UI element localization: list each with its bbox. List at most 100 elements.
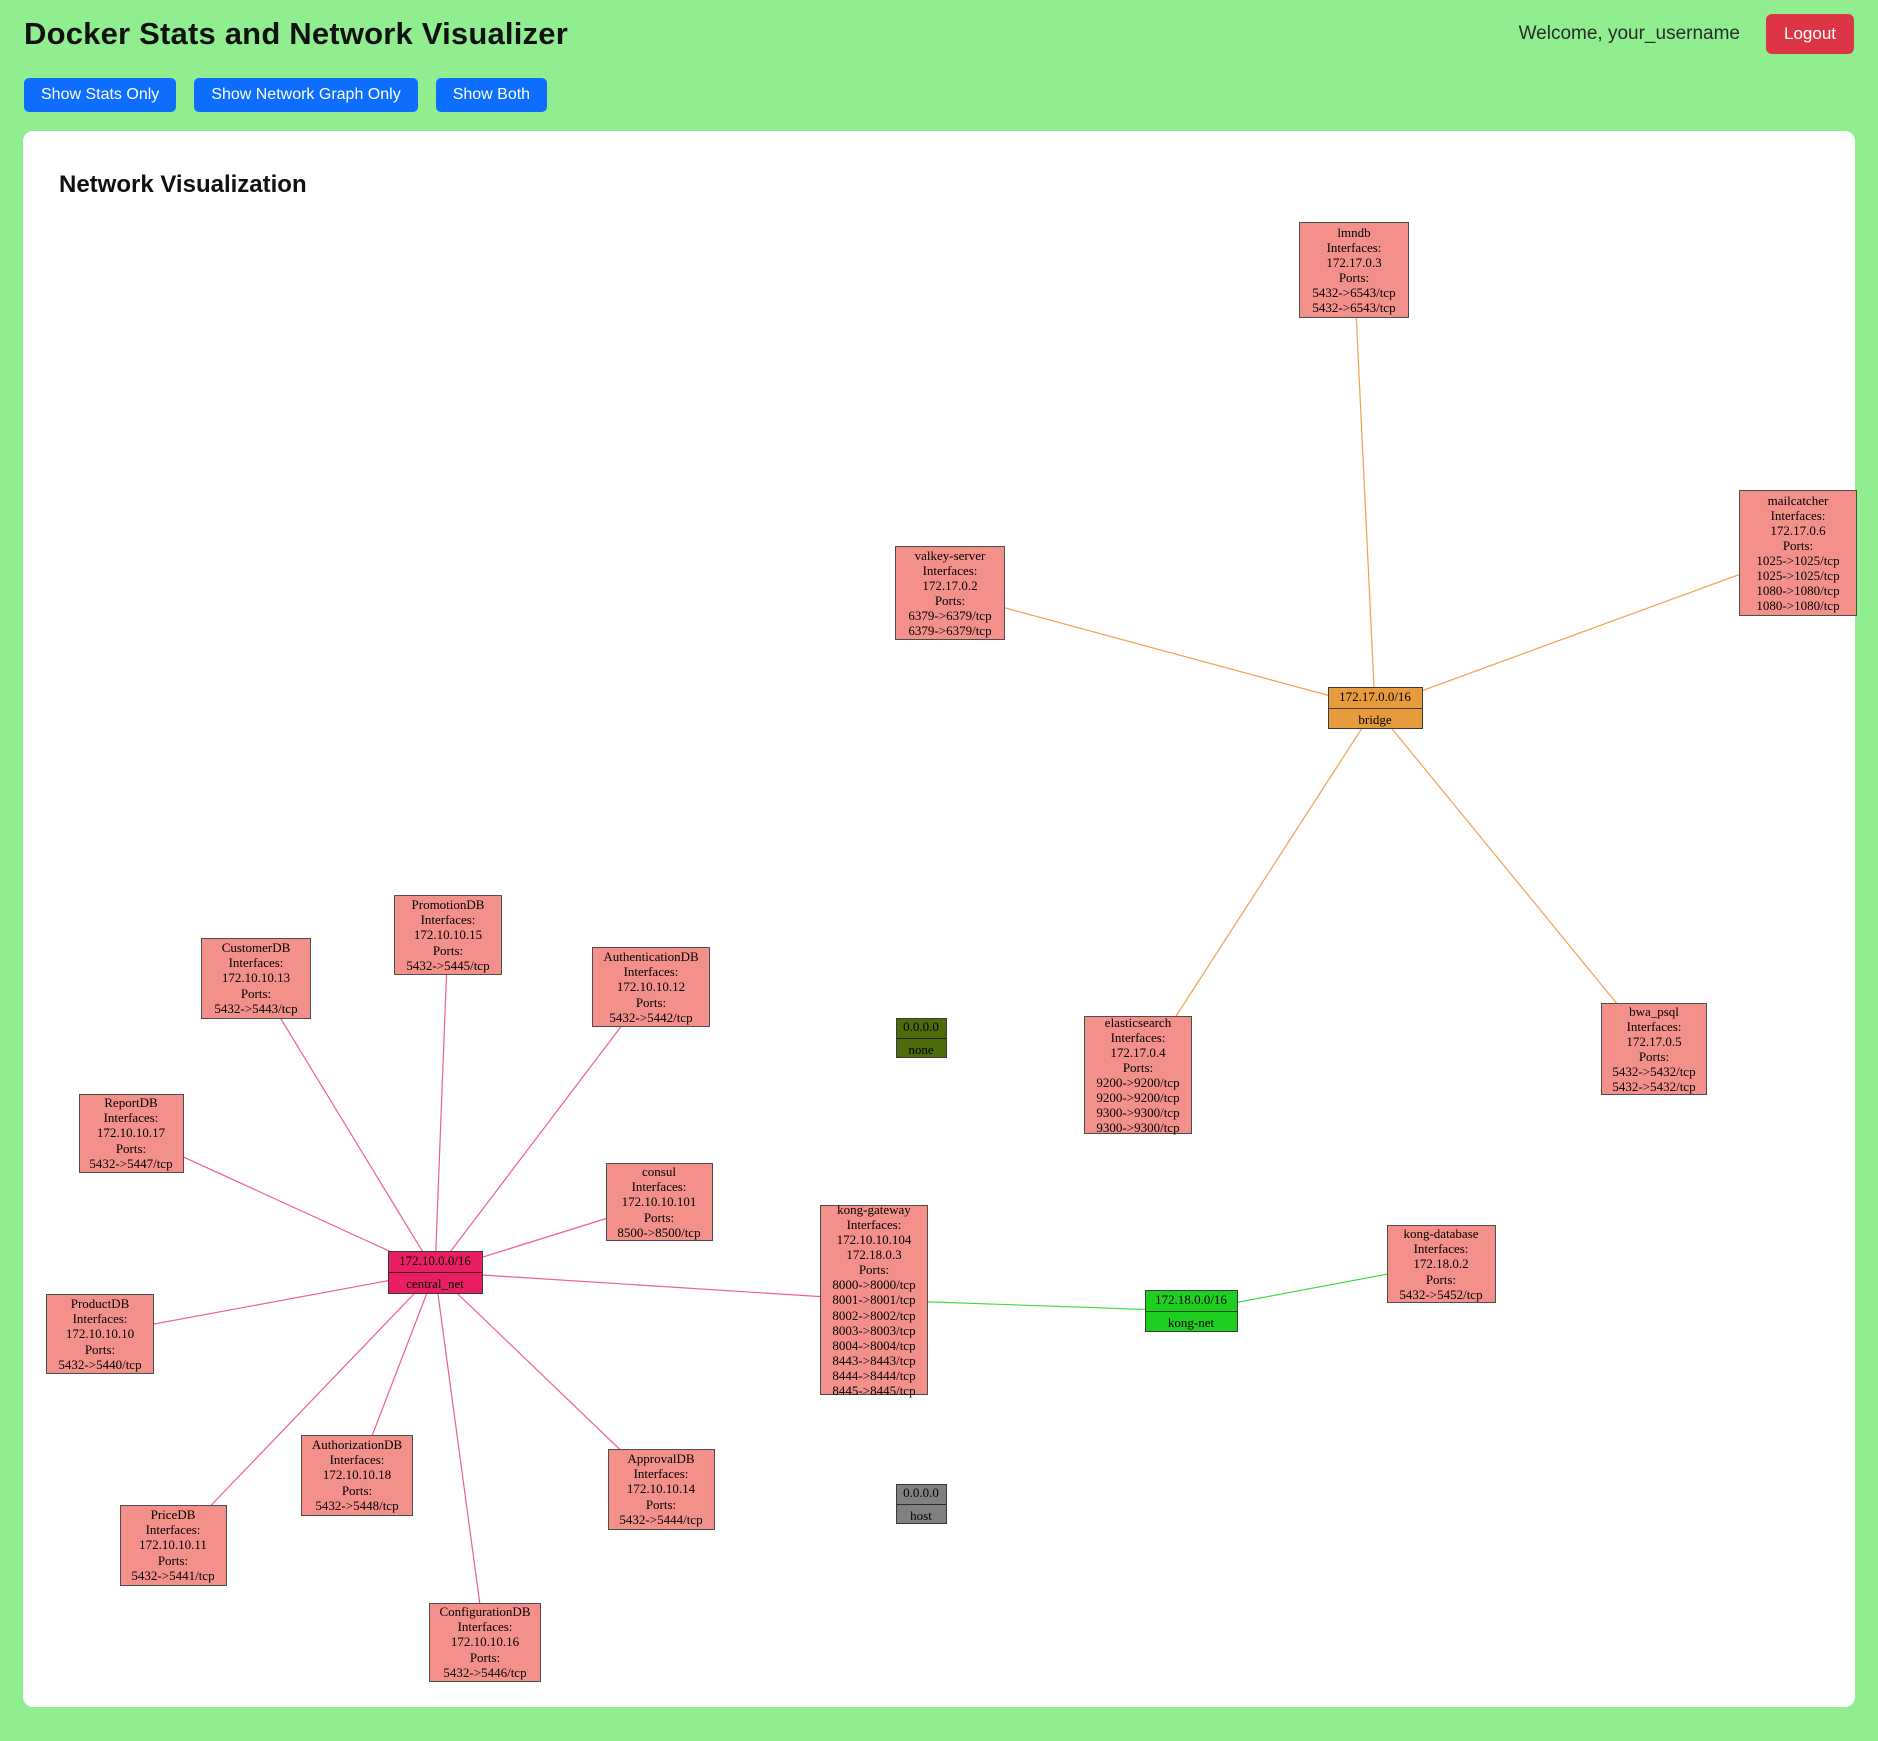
container-node-label-line: Ports: <box>1425 1271 1457 1287</box>
container-node-label-line: 8000->8000/tcp <box>832 1277 916 1293</box>
network-name-label: central_net <box>406 1275 464 1291</box>
container-node-label-line: 172.17.0.6 <box>1770 522 1826 538</box>
header-right: Welcome, your_username Logout <box>1519 14 1854 54</box>
container-node-label-line: consul <box>642 1164 676 1180</box>
container-node-label-line: valkey-server <box>914 547 986 563</box>
container-node-label-line: Ports: <box>115 1140 147 1156</box>
network-node-none[interactable]: 0.0.0.0 none <box>895 1016 947 1058</box>
container-node-label-line: Interfaces: <box>1626 1018 1682 1034</box>
network-subnet-label: 0.0.0.0 <box>896 1016 946 1039</box>
container-node-label-line: Interfaces: <box>228 955 284 971</box>
container-node-label-line: AuthorizationDB <box>311 1437 403 1453</box>
container-node-label-line: Interfaces: <box>631 1179 687 1195</box>
container-node-label-line: 1080->1080/tcp <box>1756 583 1840 599</box>
container-node-label-line: CustomerDB <box>221 940 291 956</box>
container-node-label-line: Interfaces: <box>103 1110 159 1126</box>
container-node-label-line: 9200->9200/tcp <box>1096 1075 1180 1090</box>
container-node-label-line: Interfaces: <box>623 964 679 980</box>
container-node-label-line: Ports: <box>1638 1049 1670 1064</box>
container-node-label-line: 172.10.10.12 <box>616 979 686 995</box>
show-stats-only-button[interactable]: Show Stats Only <box>24 78 177 112</box>
container-node-label-line: 8445->8445/tcp <box>832 1382 916 1398</box>
container-node-label-line: Interfaces: <box>846 1217 902 1233</box>
container-node-label-line: 8444->8444/tcp <box>832 1367 916 1383</box>
logout-button[interactable]: Logout <box>1766 14 1854 54</box>
container-node-label-line: ConfigurationDB <box>439 1604 531 1620</box>
container-node-label-line: 172.17.0.2 <box>922 577 978 593</box>
container-node-label-line: Interfaces: <box>420 912 476 928</box>
container-node-label-line: 172.10.10.15 <box>413 927 483 943</box>
container-node-label-line: 172.10.10.104 <box>836 1232 912 1248</box>
container-node-label-line: 8001->8001/tcp <box>832 1292 916 1308</box>
container-node-label-line: Ports: <box>157 1552 189 1568</box>
network-subnet-label: 172.18.0.0/16 <box>1145 1289 1237 1312</box>
container-node-label-line: 172.17.0.5 <box>1626 1033 1682 1049</box>
container-node-label-line: 5432->5452/tcp <box>1399 1286 1483 1302</box>
network-name-label: host <box>910 1507 932 1523</box>
container-node-label-line: 5432->5432/tcp <box>1612 1064 1696 1080</box>
container-node-label-line: Interfaces: <box>72 1311 128 1327</box>
app-header: Docker Stats and Network Visualizer Welc… <box>0 0 1878 54</box>
container-node-label-line: 172.18.0.2 <box>1413 1256 1469 1272</box>
container-node-label-line: PromotionDB <box>411 897 485 913</box>
container-node-label-line: ProductDB <box>70 1296 130 1312</box>
container-node-label-line: 172.10.10.17 <box>96 1125 166 1141</box>
container-node-label-line: 172.10.10.13 <box>221 970 291 986</box>
container-node-label-line: 172.10.10.101 <box>621 1194 697 1210</box>
container-node-label-line: 172.10.10.14 <box>626 1481 696 1497</box>
graph-edge-central_net-PromotionDB <box>434 934 449 1273</box>
container-node-label-line: lmndb <box>1337 224 1371 240</box>
network-name-label: none <box>908 1041 934 1057</box>
app-title: Docker Stats and Network Visualizer <box>24 16 568 51</box>
show-network-graph-only-button[interactable]: Show Network Graph Only <box>194 78 418 112</box>
graph-edge-central_net-kong-gateway <box>434 1271 875 1301</box>
container-node-label-line: 172.10.10.10 <box>65 1326 135 1342</box>
container-node-label-line: 5432->5441/tcp <box>131 1567 215 1583</box>
graph-edge-central_net-CustomerDB <box>255 977 436 1273</box>
container-node-label-line: Ports: <box>1782 537 1814 553</box>
welcome-text: Welcome, your_username <box>1518 23 1740 44</box>
container-node-label-line: 172.10.10.16 <box>450 1634 520 1650</box>
container-node-label-line: 172.17.0.3 <box>1326 254 1382 270</box>
container-node-label-line: Interfaces: <box>1326 239 1382 255</box>
container-node-label-line: kong-database <box>1403 1226 1479 1242</box>
show-both-button[interactable]: Show Both <box>435 78 548 112</box>
container-node-label-line: 5432->5447/tcp <box>89 1155 173 1171</box>
graph-edge-bridge-valkey-server <box>949 592 1376 709</box>
container-node-label-line: 9200->9200/tcp <box>1096 1090 1180 1106</box>
container-node-label-line: 5432->5446/tcp <box>443 1664 527 1680</box>
container-node-label-line: Ports: <box>643 1209 675 1225</box>
container-node-label-line: Interfaces: <box>1413 1241 1469 1257</box>
container-node-label-line: 5432->5445/tcp <box>406 957 490 973</box>
container-node-label-line: kong-gateway <box>837 1202 911 1217</box>
container-node-label-line: Ports: <box>432 942 464 958</box>
view-toolbar: Show Stats Only Show Network Graph Only … <box>0 54 1878 112</box>
container-node-label-line: Ports: <box>341 1482 373 1498</box>
container-node-label-line: 1080->1080/tcp <box>1756 598 1840 614</box>
graph-edge-central_net-ConfigurationDB <box>434 1271 486 1643</box>
container-node-label-line: 5432->5432/tcp <box>1612 1079 1696 1095</box>
